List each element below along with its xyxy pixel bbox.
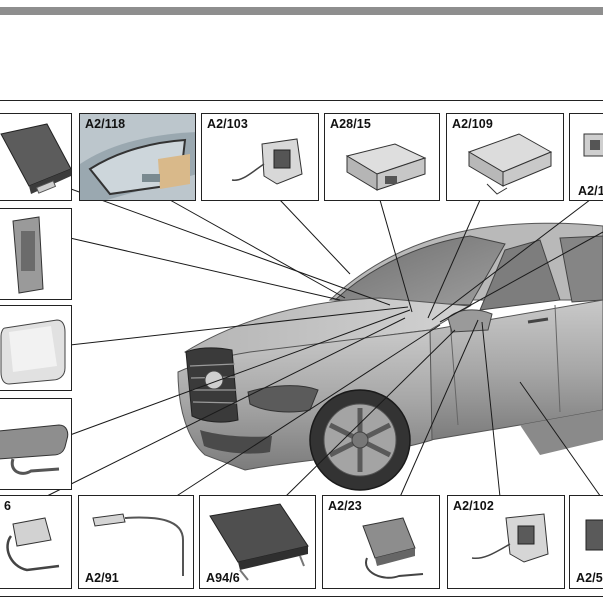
label-a2-103: A2/103	[207, 117, 248, 131]
cable-sensor-image	[92, 513, 184, 576]
leader-lines	[44, 184, 603, 501]
antenna-module-image	[209, 503, 309, 581]
label-a94-6: A94/6	[206, 571, 240, 585]
component-box-a28-15: A28/15	[324, 113, 440, 201]
component-box-a94-6: A94/6	[199, 495, 316, 589]
sensor-bracket-image	[231, 138, 303, 185]
control-unit-image	[0, 123, 71, 194]
radar-sensor-image	[362, 517, 424, 579]
component-box-top-right: A2/1	[569, 113, 603, 201]
component-box-top-left	[0, 113, 72, 201]
label-a2-118: A2/118	[85, 117, 126, 131]
label-a28-15: A28/15	[330, 117, 371, 131]
mirror-sensor-image	[0, 424, 69, 475]
component-box-a2-109: A2/109	[446, 113, 564, 201]
diagram-frame	[0, 100, 603, 597]
bracket-module-image	[467, 133, 553, 195]
component-box-a2-102: A2/102	[447, 495, 565, 589]
label-bottom-left: 6	[4, 499, 12, 513]
car-body	[177, 222, 603, 491]
header-rule	[0, 7, 603, 15]
component-box-left-2	[0, 305, 72, 391]
bracket-sensor-image	[471, 513, 549, 563]
component-box-bottom-left: 6	[0, 495, 72, 589]
cover-image	[0, 319, 66, 385]
component-box-bottom-right: A2/5	[569, 495, 603, 589]
component-box-left-3	[0, 398, 72, 490]
label-a2-23: A2/23	[328, 499, 362, 513]
module-image	[345, 143, 427, 191]
component-box-left-1	[0, 208, 72, 300]
elongated-sensor-image	[12, 216, 44, 294]
label-a2-top-right: A2/1	[578, 184, 603, 198]
component-box-a2-23: A2/23	[322, 495, 440, 589]
label-a2-bottom-right: A2/5	[576, 571, 603, 585]
component-box-a2-118: A2/118	[79, 113, 196, 201]
label-a2-91: A2/91	[85, 571, 119, 585]
label-a2-102: A2/102	[453, 499, 494, 513]
label-a2-109: A2/109	[452, 117, 493, 131]
windshield-image	[80, 114, 195, 200]
sensor-image	[583, 133, 603, 157]
component-image	[585, 519, 603, 551]
wiring-bracket-image	[6, 517, 60, 572]
component-box-a2-91: A2/91	[78, 495, 194, 589]
component-box-a2-103: A2/103	[201, 113, 319, 201]
